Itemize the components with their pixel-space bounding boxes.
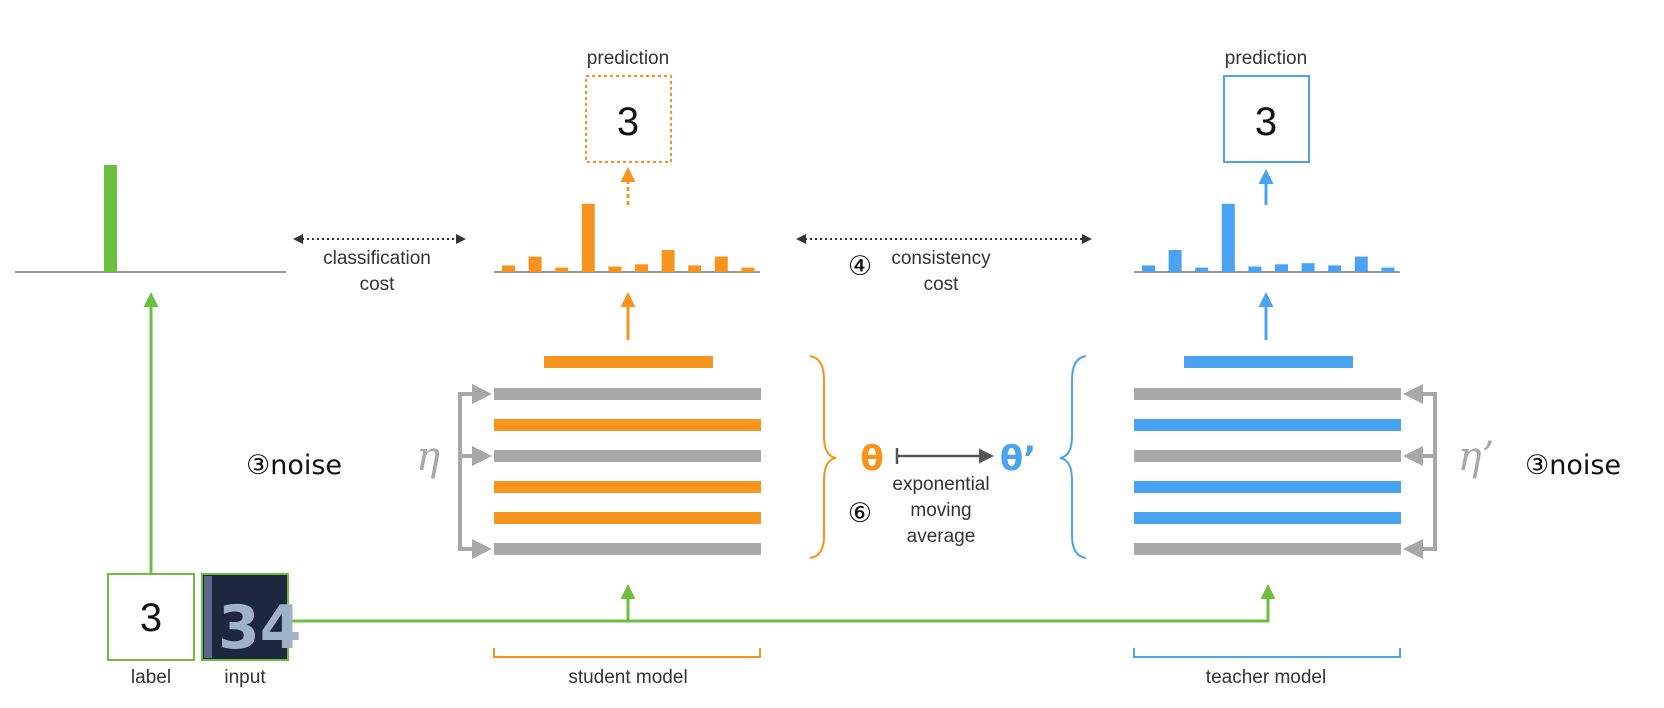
student-histogram-bar — [581, 203, 595, 272]
input-caption: input — [224, 667, 266, 688]
student-param-theta: θ — [860, 439, 883, 479]
student-histogram-bar — [528, 256, 542, 272]
teacher-histogram-bar — [1248, 266, 1262, 272]
teacher-histogram-bar — [1168, 250, 1182, 272]
student-brace — [809, 355, 837, 559]
input-image-left-edge — [204, 576, 212, 658]
student-layer-5 — [494, 512, 761, 524]
teacher-histogram-bar — [1328, 265, 1342, 272]
input-image — [201, 573, 289, 661]
student-histogram-bar — [661, 250, 675, 272]
consistency-cost-line1: consistency — [891, 248, 991, 269]
teacher-layer-1 — [1134, 388, 1401, 400]
input-flow — [143, 292, 1276, 623]
consistency-cost-marker: ④ — [848, 251, 872, 282]
student-histogram-bar — [635, 264, 648, 272]
teacher-layer-4 — [1134, 481, 1401, 493]
student-layer-3 — [494, 450, 761, 462]
teacher-model: η’ ③noise — [1059, 292, 1621, 559]
teacher-histogram-bar — [1142, 265, 1155, 272]
student-layer-1 — [494, 388, 761, 400]
teacher-histogram-bar — [1195, 267, 1209, 272]
student-layer-6 — [494, 543, 761, 555]
ema-line3: average — [907, 526, 976, 547]
label-caption: label — [131, 667, 171, 688]
teacher-layer-top — [1184, 356, 1353, 368]
teacher-layer-6 — [1134, 543, 1401, 555]
student-layer-4 — [494, 481, 761, 493]
teacher-prediction-title: prediction — [1225, 48, 1307, 69]
student-prediction-value: 3 — [617, 100, 639, 144]
student-histogram-bar — [608, 266, 622, 272]
student-caption-bracket — [493, 648, 761, 658]
student-prediction-box — [585, 75, 672, 163]
student-histogram-bar — [741, 267, 755, 272]
teacher-caption-group: teacher model — [1133, 648, 1401, 688]
student-model-caption: student model — [568, 667, 687, 688]
student-histogram-bar — [502, 265, 515, 272]
classification-cost: classification cost — [293, 234, 466, 295]
student-layer-top — [544, 356, 713, 368]
ema-line1: exponential — [892, 474, 989, 495]
student-histogram-bar — [555, 267, 569, 272]
student-layer-2 — [494, 419, 761, 431]
student-noise-bracket — [458, 392, 476, 551]
student-caption-group: student model — [493, 648, 761, 688]
label-box-value: 3 — [140, 596, 162, 640]
ema-marker: ⑥ — [848, 498, 872, 529]
teacher-histogram-bar — [1275, 264, 1288, 272]
teacher-layer-2 — [1134, 419, 1401, 431]
teacher-brace — [1059, 355, 1087, 559]
consistency-cost-line2: cost — [924, 274, 960, 295]
student-noise-label: ③noise — [246, 450, 342, 481]
teacher-param-theta: θ’ — [1000, 439, 1036, 479]
teacher-caption-bracket — [1133, 648, 1401, 658]
teacher-model-caption: teacher model — [1206, 667, 1326, 688]
student-model: η ③noise — [246, 292, 837, 559]
teacher-prediction-value: 3 — [1255, 100, 1277, 144]
teacher-prediction: prediction 3 — [1223, 48, 1310, 205]
teacher-layer-5 — [1134, 512, 1401, 524]
student-histogram-bar — [714, 256, 728, 272]
label-box-group: 3 label — [107, 573, 195, 688]
consistency-cost: ④ consistency cost — [796, 234, 1092, 295]
teacher-histogram-bar — [1354, 256, 1368, 272]
ema-line2: moving — [910, 500, 971, 521]
teacher-noise-label: ③noise — [1525, 450, 1621, 481]
teacher-histogram-bar — [1301, 263, 1315, 272]
input-image-digits: 34 — [218, 593, 302, 663]
student-histogram — [494, 203, 760, 273]
teacher-noise-symbol: η’ — [1458, 434, 1495, 480]
teacher-noise-bracket — [1419, 392, 1437, 551]
student-prediction: prediction 3 — [585, 48, 672, 205]
ema-update: θ θ’ ⑥ exponential moving average — [848, 439, 1036, 547]
classification-cost-line1: classification — [323, 248, 431, 269]
label-box — [107, 573, 195, 661]
teacher-histogram-bar — [1381, 267, 1395, 272]
label-distribution — [15, 165, 286, 273]
input-image-group: 34 input — [201, 573, 302, 688]
teacher-histogram — [1134, 203, 1400, 273]
student-prediction-title: prediction — [587, 48, 669, 69]
classification-cost-line2: cost — [360, 274, 396, 295]
teacher-histogram-bar — [1221, 203, 1235, 272]
input-to-models-line — [288, 584, 1276, 623]
student-histogram-bar — [688, 265, 702, 272]
student-noise-symbol: η — [416, 434, 440, 480]
teacher-prediction-box — [1223, 75, 1310, 163]
teacher-layer-3 — [1134, 450, 1401, 462]
label-peak-bar — [104, 165, 117, 272]
